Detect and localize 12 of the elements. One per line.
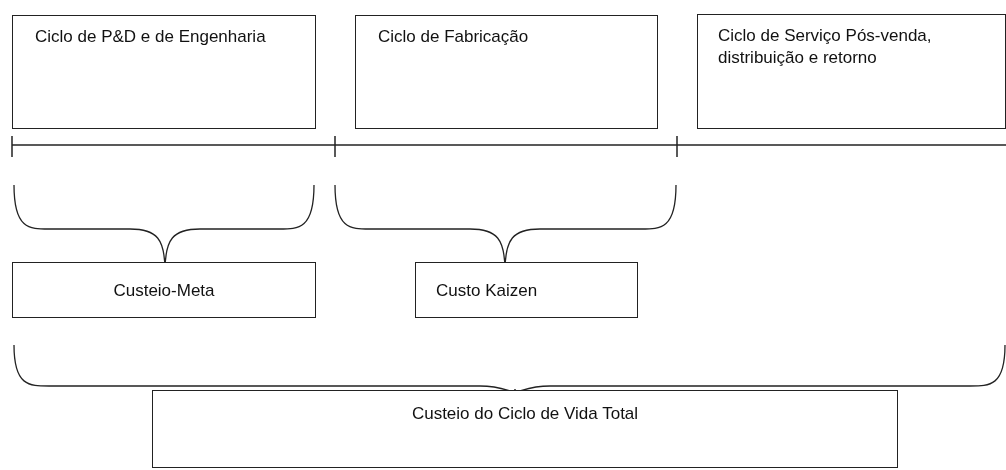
box-label: Custeio do Ciclo de Vida Total [410, 403, 640, 425]
phase-box [697, 14, 1006, 129]
box-label: Custo Kaizen [436, 280, 539, 302]
costing-box [152, 390, 898, 468]
costing-box [415, 262, 638, 318]
box-label: Ciclo de Serviço Pós-venda, distribuição e retorno [718, 25, 933, 70]
box-label: Ciclo de Fabricação [378, 26, 530, 48]
box-label: Ciclo de P&D e de Engenharia [35, 26, 267, 48]
phase-box [12, 15, 316, 129]
costing-box [12, 262, 316, 318]
phase-box [355, 15, 658, 129]
box-label: Custeio-Meta [112, 280, 216, 302]
